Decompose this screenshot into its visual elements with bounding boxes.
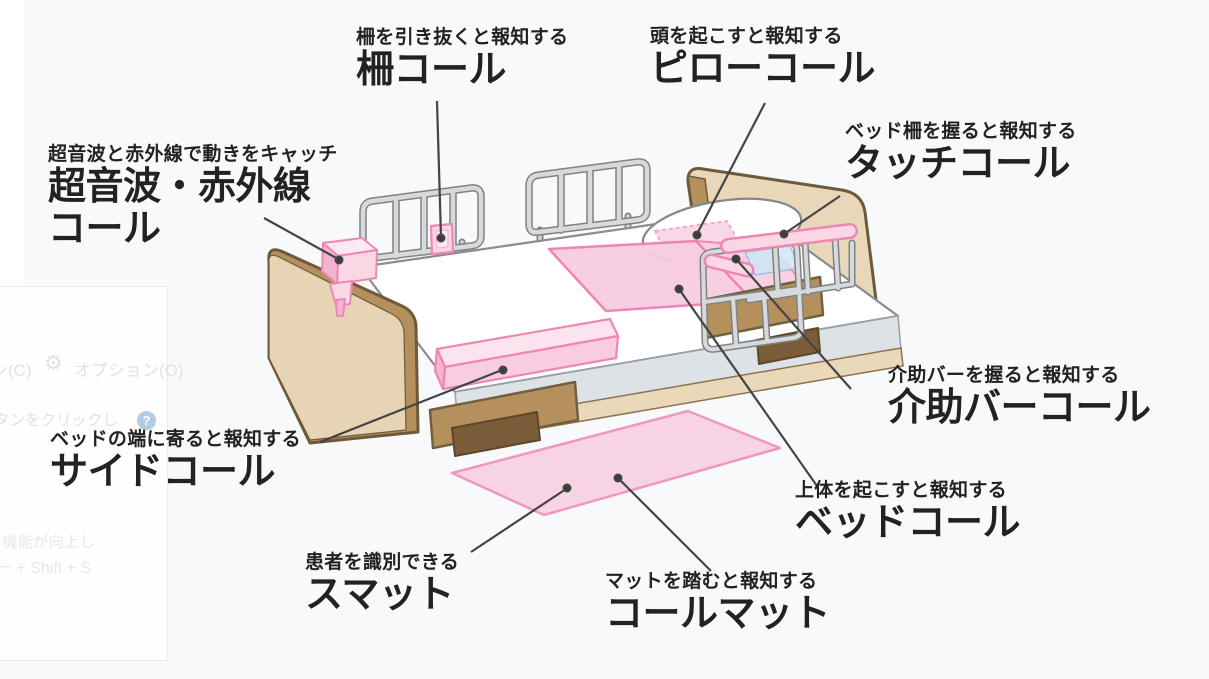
label-caption: マットを踏むと報知する	[605, 571, 818, 592]
label-caption: ベッドの端に寄ると報知する	[50, 429, 301, 450]
label-bed-call: 上体を起こすと報知する ベッドコール	[795, 479, 1021, 544]
label-title: サイドコール	[50, 451, 276, 493]
gear-icon: ⚙	[44, 352, 63, 375]
ghost-shortcut-text: ー + Shift + S	[0, 560, 92, 577]
label-saku-call: 柵を引き抜くと報知する 柵コール	[356, 26, 568, 91]
ghost-hint-text: タンをクリックし	[0, 412, 119, 429]
label-caption: ベッド柵を握ると報知する	[845, 121, 1077, 142]
label-title: 柵コール	[356, 49, 507, 91]
label-title: ベッドコール	[795, 502, 1021, 544]
label-title: タッチコール	[845, 143, 1071, 185]
label-smat: 患者を識別できる スマット	[305, 551, 459, 616]
leader-lines	[263, 100, 852, 572]
label-caption: 柵を引き抜くと報知する	[356, 27, 569, 48]
label-title-line2: コール	[48, 208, 161, 250]
label-assist-bar-call: 介助バーを握ると報知する 介助バーコール	[888, 364, 1151, 429]
label-title: 超音波・赤外線	[48, 166, 311, 208]
floor-mat	[450, 409, 782, 517]
label-pillow-call: 頭を起こすと報知する ピローコール	[650, 25, 876, 90]
assist-bar-and-head-rail	[699, 223, 858, 353]
label-side-call: ベッドの端に寄ると報知する サイドコール	[50, 428, 301, 493]
inactive-dialog-window: ン(C) ⚙ オプション(O) タンをクリックし ? 機能が向上し ー + Sh…	[0, 286, 184, 661]
ghost-info-text: 機能が向上し	[2, 534, 96, 551]
assist-bar-grip	[703, 253, 755, 278]
ghost-menu-item[interactable]: ン(C)	[0, 361, 32, 380]
label-title: 介助バーコール	[888, 387, 1151, 429]
label-caption: 頭を起こすと報知する	[650, 26, 843, 47]
label-title: ピローコール	[650, 48, 876, 90]
label-title: コールマット	[605, 593, 831, 635]
label-caption: 上体を起こすと報知する	[795, 480, 1007, 501]
label-caption: 患者を識別できる	[305, 552, 460, 573]
label-caption: 介助バーを握ると報知する	[888, 365, 1120, 386]
label-call-mat: マットを踏むと報知する コールマット	[605, 570, 831, 635]
label-caption: 超音波と赤外線で動きをキャッチ	[48, 144, 338, 165]
touch-call-bar	[720, 223, 858, 254]
label-touch-call: ベッド柵を握ると報知する タッチコール	[845, 120, 1077, 185]
label-ultrasonic-infrared-call: 超音波と赤外線で動きをキャッチ 超音波・赤外線 コール	[48, 143, 338, 250]
label-title: スマット	[305, 574, 454, 616]
footboard	[267, 248, 420, 445]
ghost-menu-item-options[interactable]: オプション(O)	[74, 361, 184, 380]
adjacent-window-edge	[0, 0, 24, 287]
far-side-rail-right	[525, 158, 651, 252]
help-icon[interactable]: ?	[137, 411, 156, 430]
